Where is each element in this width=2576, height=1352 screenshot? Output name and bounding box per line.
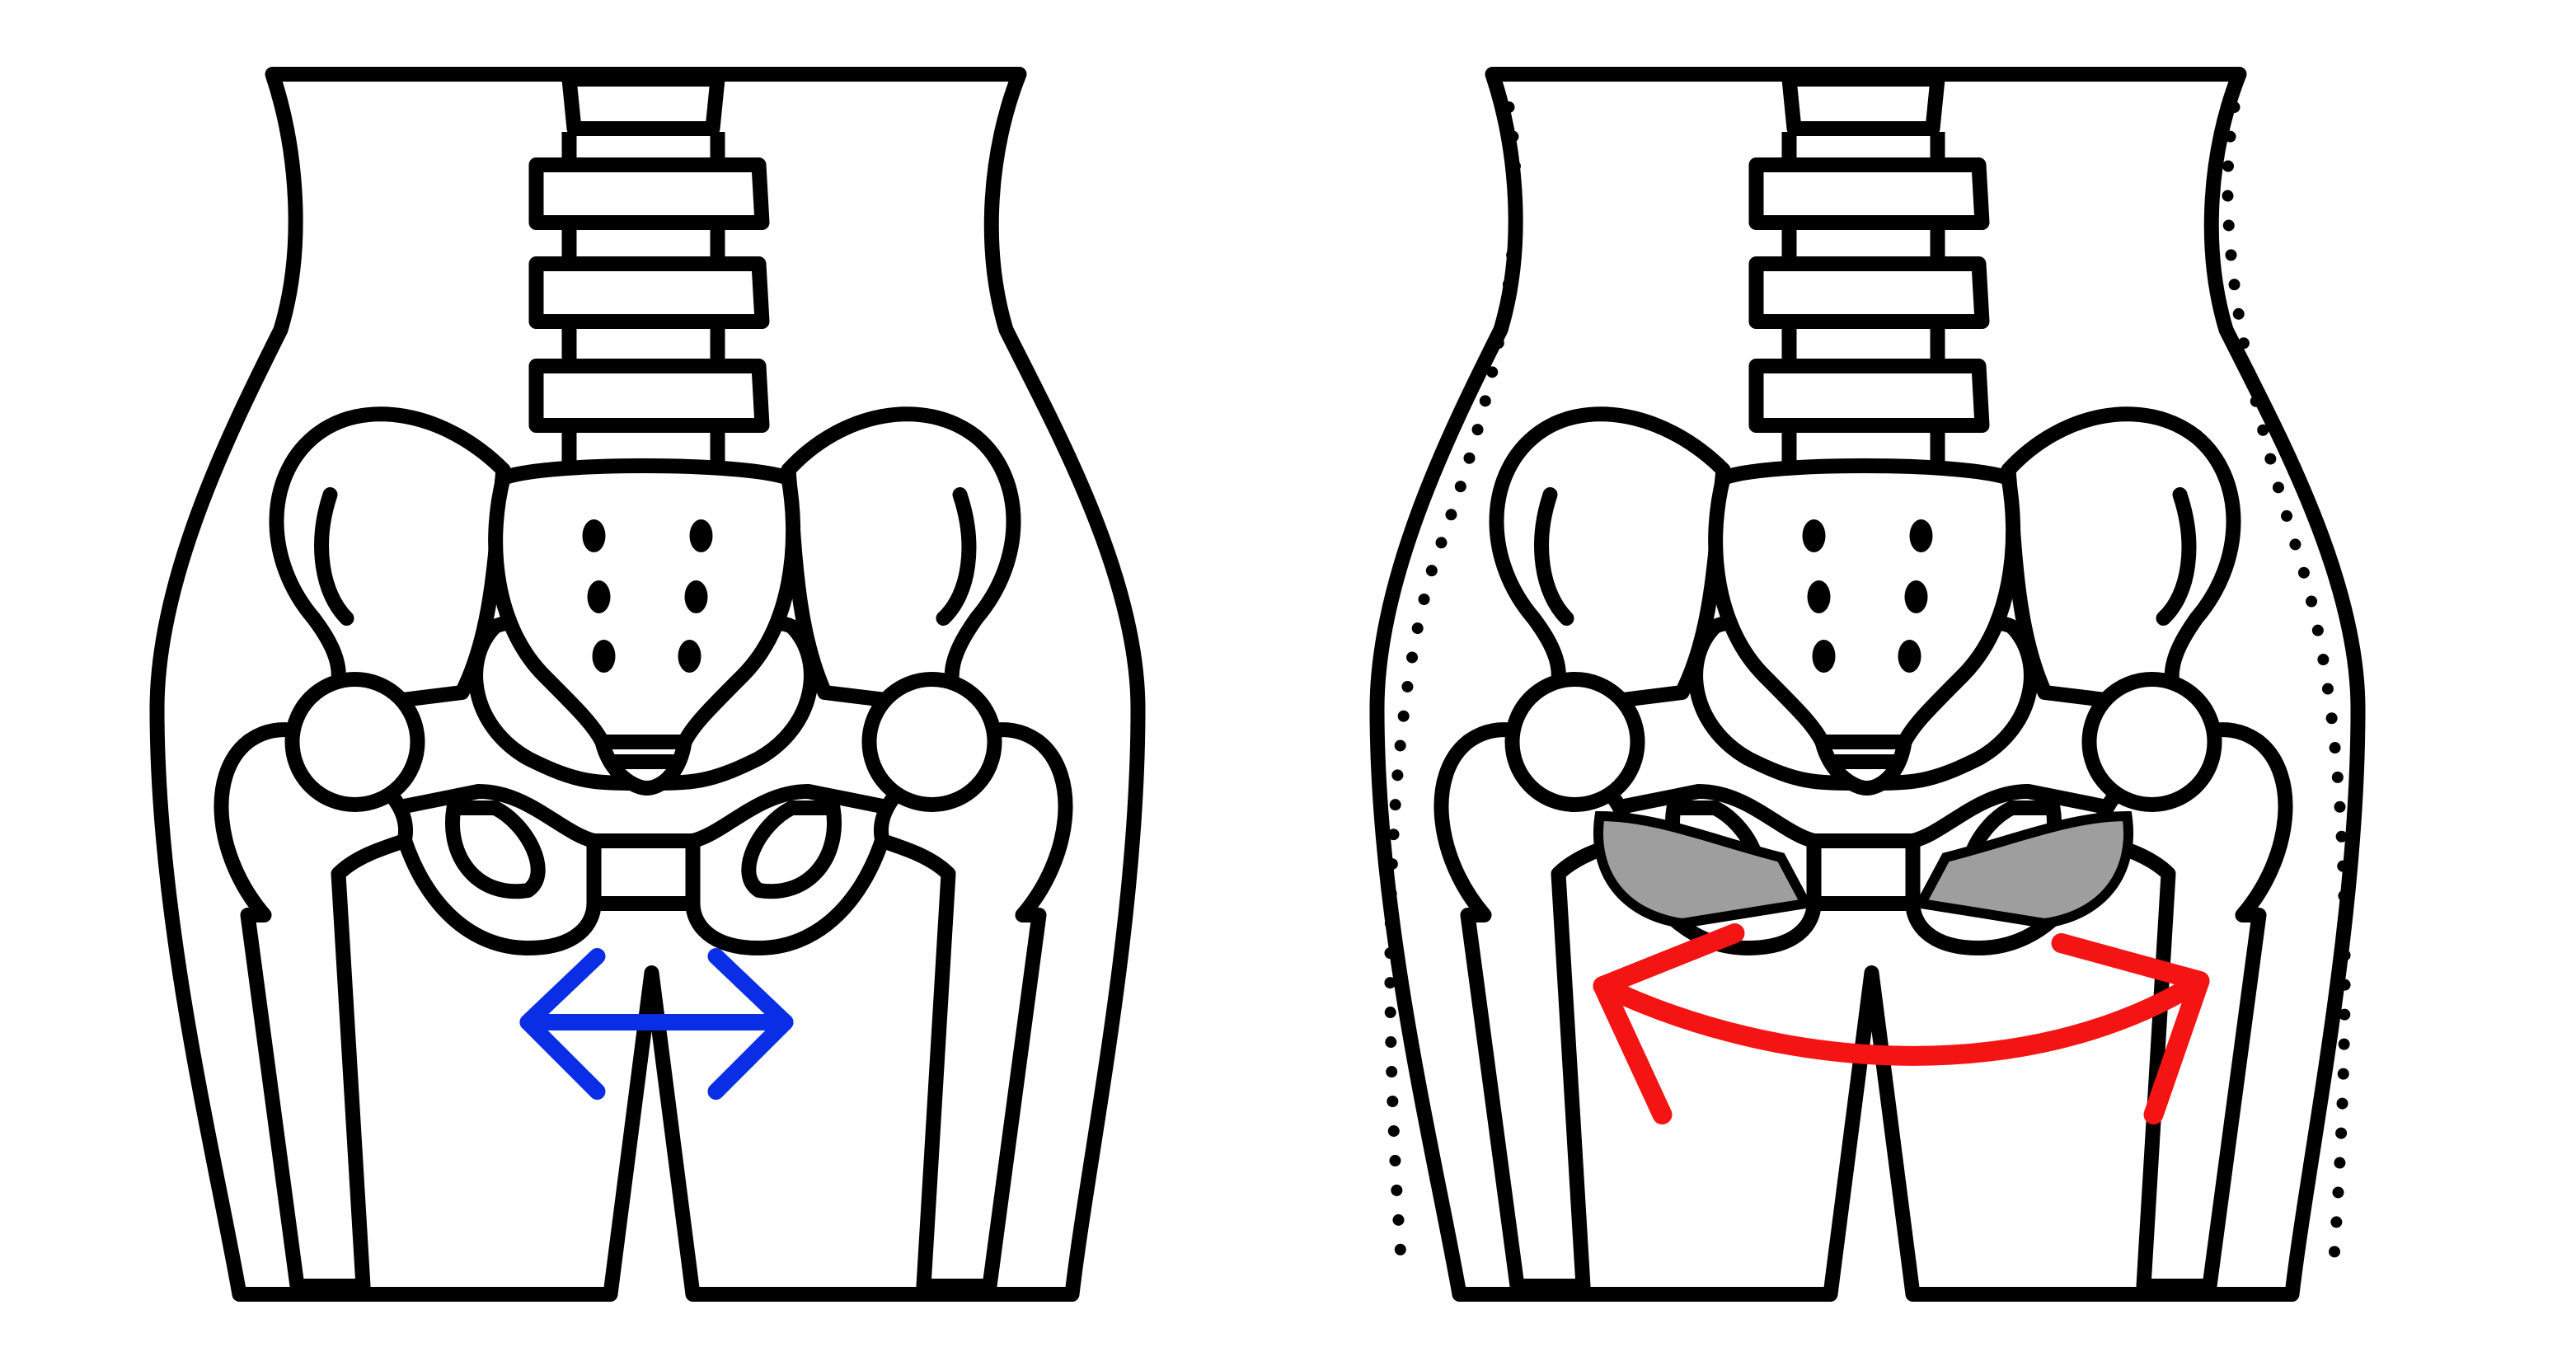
narrow-arrow bbox=[519, 948, 794, 1100]
right-figure bbox=[1377, 74, 2358, 1294]
arrow-head-right bbox=[2051, 933, 2210, 1124]
shaded-region-left bbox=[1593, 810, 1814, 929]
arrow-head-left bbox=[519, 948, 606, 1100]
wide-arrow bbox=[1593, 923, 2210, 1124]
shaded-region-right bbox=[1913, 810, 2133, 929]
left-figure bbox=[157, 74, 1138, 1294]
arrow-shaft bbox=[1593, 971, 2210, 1066]
arrow-head-right bbox=[707, 948, 794, 1100]
arrow-head-left bbox=[1593, 923, 1745, 1124]
